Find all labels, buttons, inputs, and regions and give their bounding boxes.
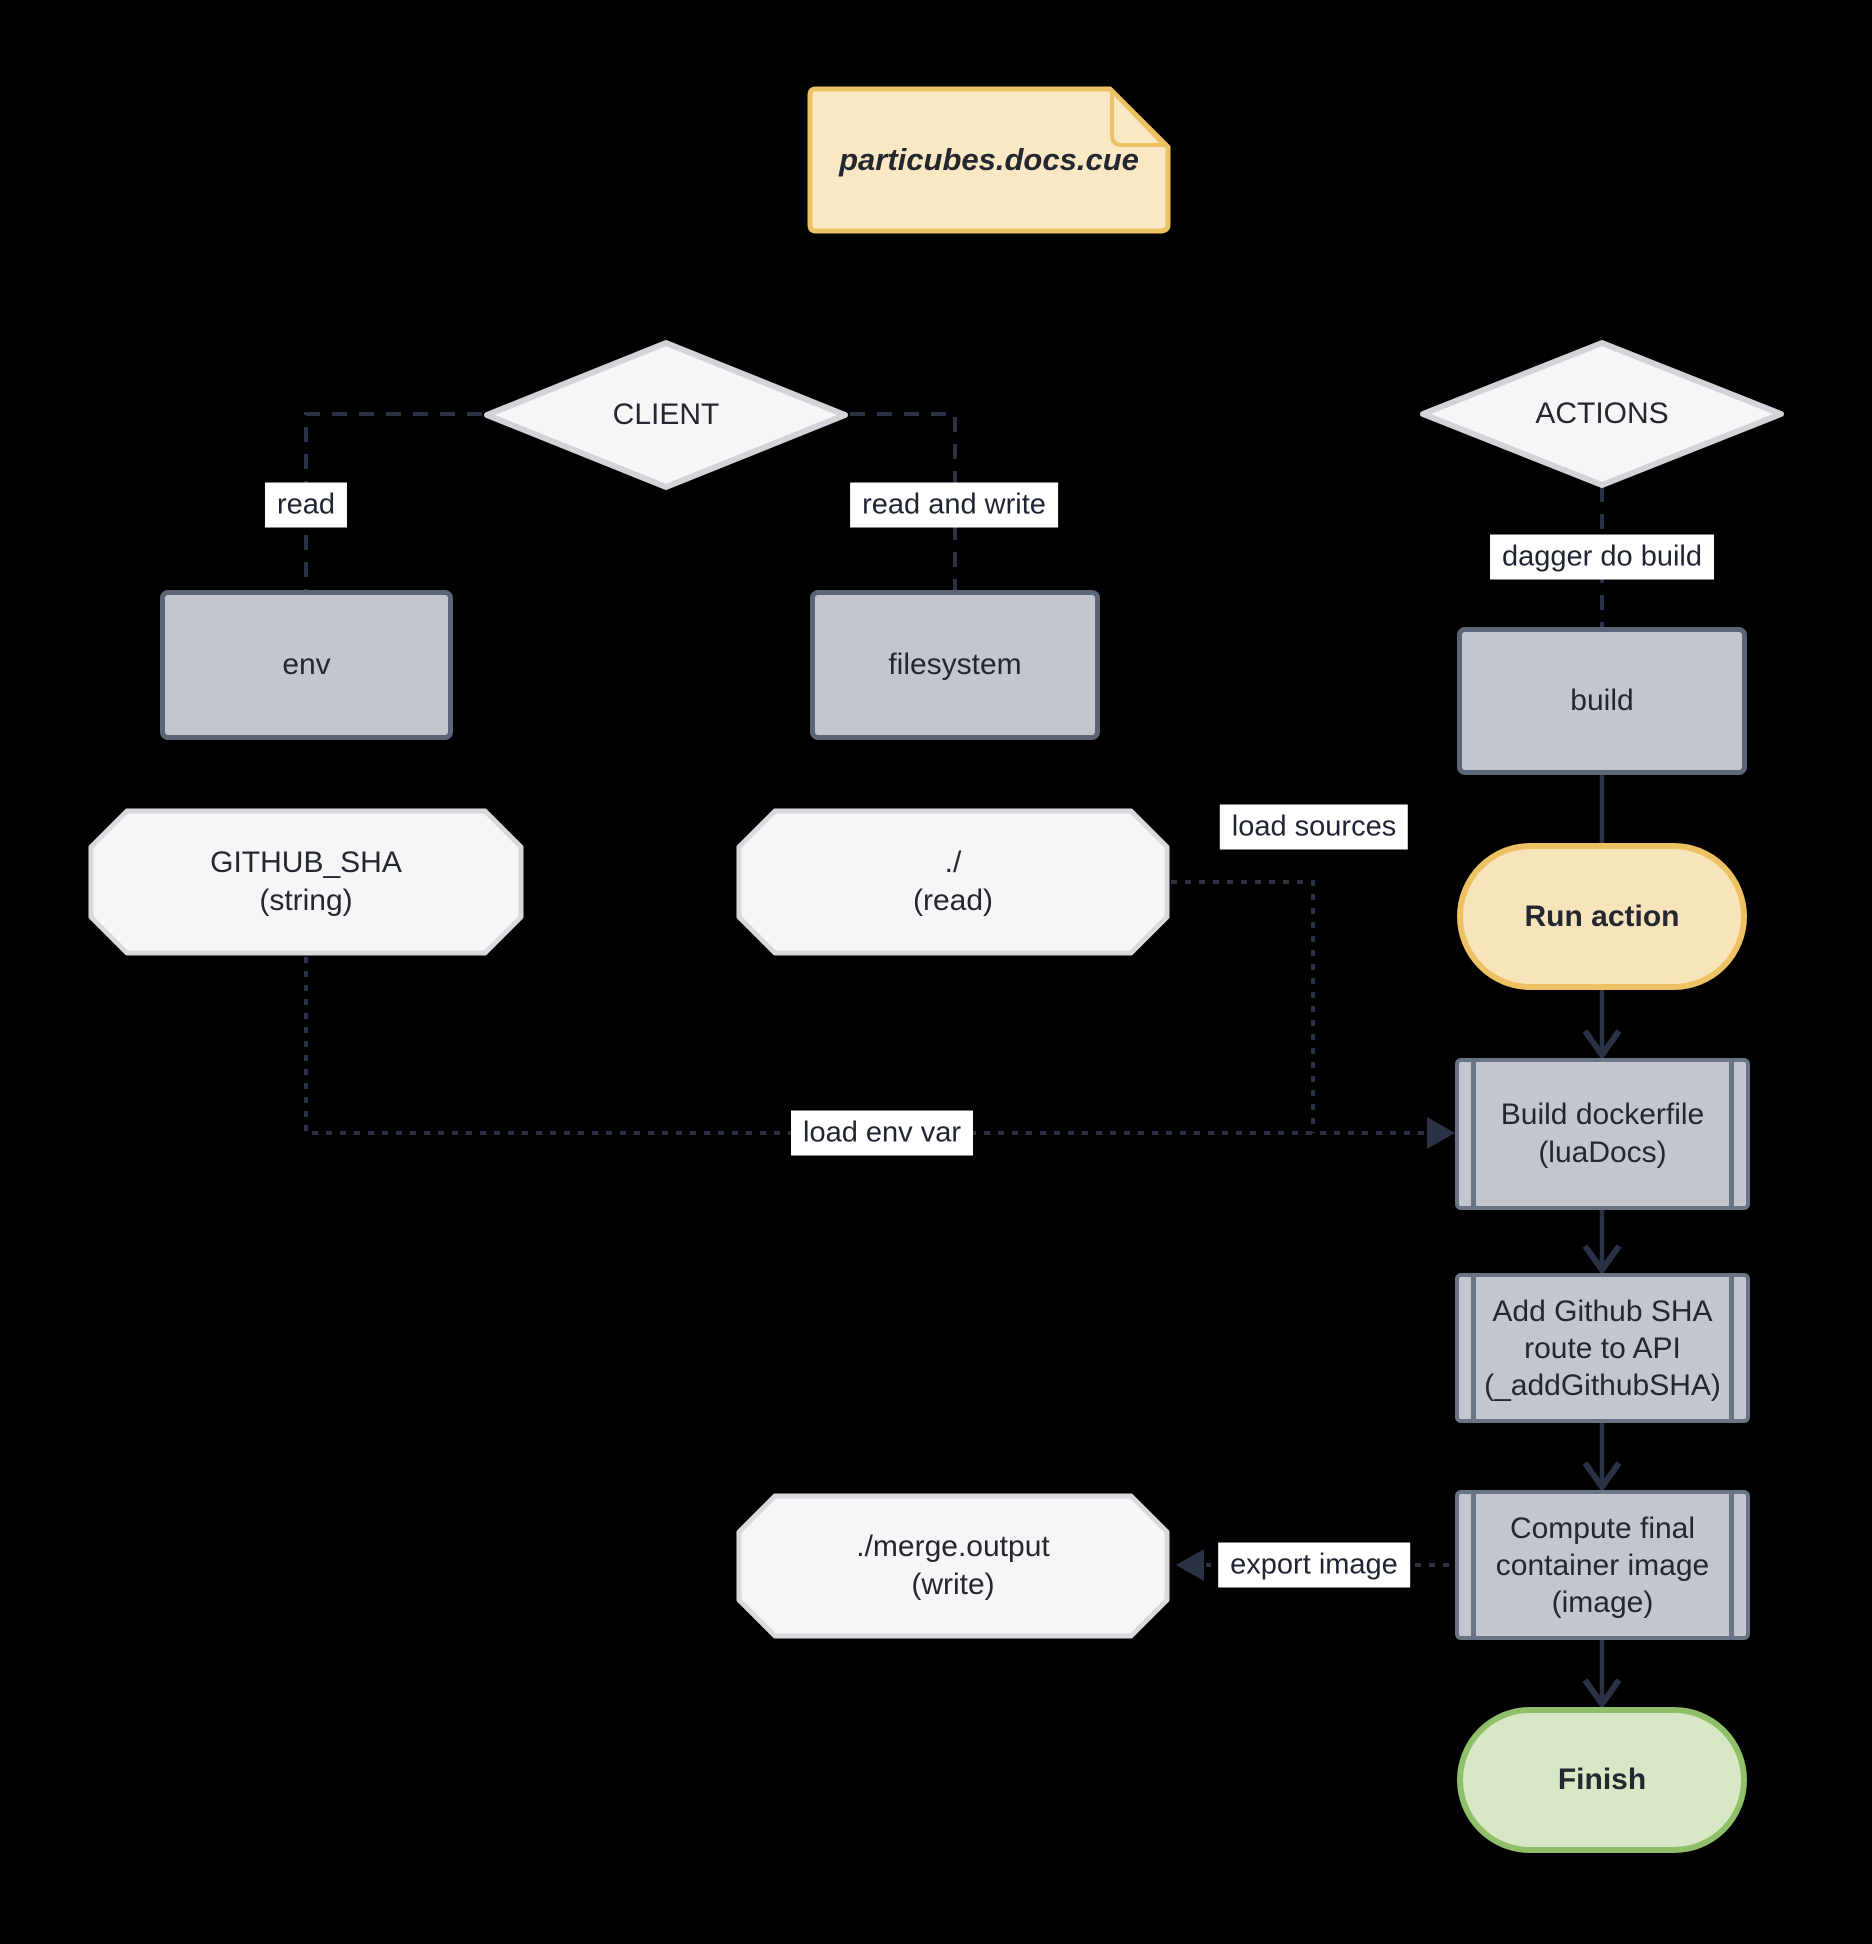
- edge-loadenvvar: [304, 957, 1428, 1135]
- node-build: build: [1457, 627, 1747, 775]
- node-env: env: [160, 590, 453, 740]
- edge-client-env: [304, 412, 482, 590]
- note-label: particubes.docs.cue: [839, 142, 1139, 177]
- arrowhead-finish: [1582, 1678, 1622, 1710]
- add-github-sha-line2: route to API: [1524, 1331, 1681, 1365]
- add-github-sha-label: Add Github SHA route to API (_addGithubS…: [1484, 1293, 1721, 1404]
- finish-label: Finish: [1557, 1763, 1647, 1796]
- github-sha-line2: (string): [259, 884, 353, 917]
- workdir-read-label: ./ (read): [913, 844, 993, 920]
- subroutine-bar-right: [1729, 1062, 1734, 1206]
- node-run-action: Run action: [1457, 843, 1747, 990]
- octagon-shape: [88, 808, 524, 956]
- env-label: env: [282, 648, 331, 681]
- node-finish: Finish: [1457, 1707, 1747, 1853]
- subroutine-bar-left: [1471, 1277, 1476, 1419]
- run-action-label: Run action: [1524, 899, 1680, 933]
- subroutine-compute-image: Compute final container image (image): [1455, 1490, 1750, 1640]
- subroutine-bar-left: [1471, 1494, 1476, 1636]
- subroutine-build-dockerfile: Build dockerfile (luaDocs): [1455, 1058, 1750, 1210]
- workdir-read-line2: (read): [912, 884, 994, 917]
- decision-actions: ACTIONS: [1418, 338, 1786, 490]
- node-filesystem: filesystem: [810, 590, 1100, 740]
- subroutine-bar-left: [1471, 1062, 1476, 1206]
- compute-image-label: Compute final container image (image): [1496, 1510, 1709, 1621]
- merge-output-label: ./merge.output (write): [856, 1528, 1049, 1604]
- client-label: CLIENT: [612, 398, 720, 431]
- edge-client-filesystem: [850, 412, 957, 590]
- arrowhead-exportimage: [1176, 1549, 1204, 1581]
- note-shape: [807, 86, 1171, 234]
- edge-label-load-sources: load sources: [1219, 804, 1409, 850]
- build-label: build: [1570, 684, 1634, 717]
- build-dockerfile-line1: Build dockerfile: [1500, 1098, 1705, 1131]
- workdir-read-line1: ./: [944, 846, 962, 879]
- merge-output-line2: (write): [911, 1568, 995, 1601]
- edge-label-export-image: export image: [1218, 1542, 1410, 1588]
- filesystem-label: filesystem: [888, 648, 1022, 681]
- data-merge-output: ./merge.output (write): [735, 1492, 1171, 1640]
- edge-label-read: read: [264, 482, 348, 528]
- edge-loadsources: [1171, 880, 1315, 1133]
- github-sha-label: GITHUB_SHA (string): [210, 844, 402, 920]
- note-particubes-docs-cue: particubes.docs.cue: [806, 85, 1172, 235]
- subroutine-add-github-sha: Add Github SHA route to API (_addGithubS…: [1455, 1273, 1750, 1423]
- arrowhead-addsha: [1582, 1244, 1622, 1276]
- data-workdir-read: ./ (read): [735, 807, 1171, 957]
- edge-label-read-and-write: read and write: [850, 482, 1058, 528]
- subroutine-bar-right: [1729, 1277, 1734, 1419]
- add-github-sha-line3: (_addGithubSHA): [1484, 1368, 1721, 1402]
- compute-image-line2: container image: [1495, 1548, 1710, 1582]
- build-dockerfile-label: Build dockerfile (luaDocs): [1501, 1096, 1704, 1172]
- compute-image-line1: Compute final: [1509, 1511, 1696, 1545]
- octagon-shape: [736, 808, 1170, 956]
- github-sha-line1: GITHUB_SHA: [210, 846, 402, 879]
- edge-label-load-env-var: load env var: [791, 1110, 973, 1156]
- subroutine-bar-right: [1729, 1494, 1734, 1636]
- octagon-shape: [736, 1493, 1170, 1639]
- build-dockerfile-line2: (luaDocs): [1538, 1136, 1667, 1169]
- arrowhead-compute: [1582, 1461, 1622, 1493]
- compute-image-line3: (image): [1551, 1585, 1654, 1619]
- arrowhead-dockerfile: [1582, 1029, 1622, 1061]
- data-github-sha: GITHUB_SHA (string): [87, 807, 525, 957]
- actions-label: ACTIONS: [1535, 397, 1669, 430]
- diamond-shape: [484, 340, 848, 490]
- diamond-shape: [1420, 340, 1784, 488]
- merge-output-line1: ./merge.output: [856, 1530, 1050, 1563]
- edge-label-dagger-do-build: dagger do build: [1490, 534, 1714, 580]
- arrowhead-loadenvvar: [1427, 1117, 1455, 1149]
- add-github-sha-line1: Add Github SHA: [1492, 1294, 1713, 1328]
- decision-client: CLIENT: [482, 338, 850, 492]
